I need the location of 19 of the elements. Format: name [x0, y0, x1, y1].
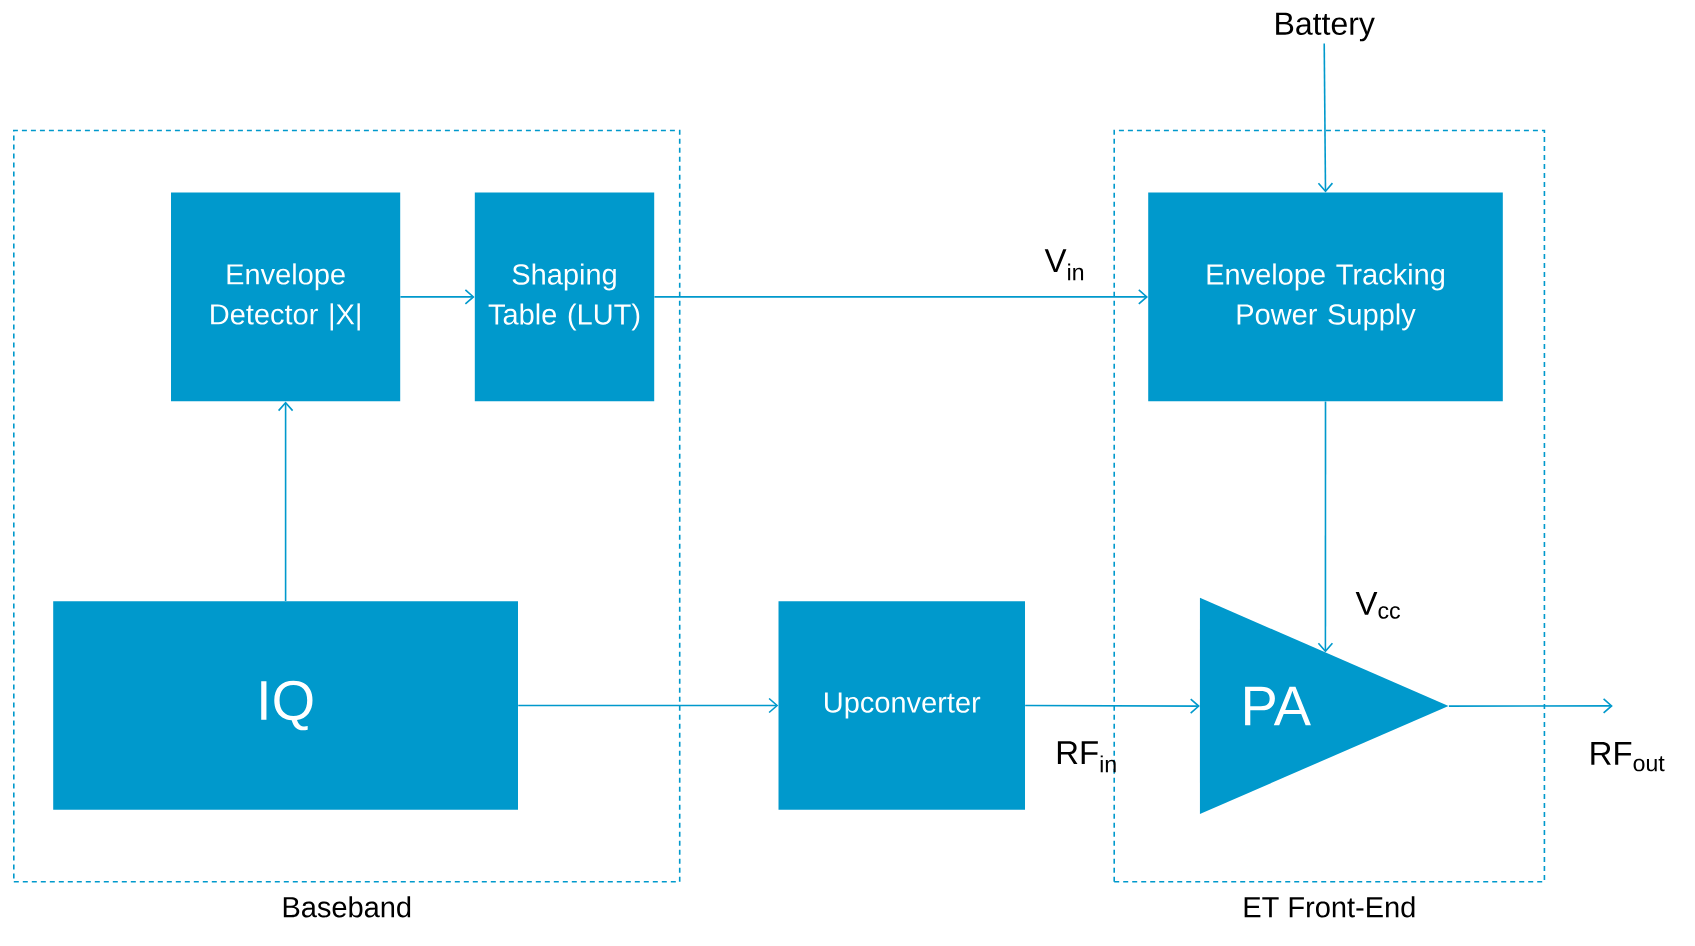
- input-label: Battery: [1276, 12, 1375, 42]
- arrow: [1317, 42, 1334, 193]
- process-box: Envelope Detector |X|: [171, 192, 401, 402]
- edge-label: V$_{in}$: [1044, 249, 1084, 281]
- arrow: [399, 289, 475, 305]
- process-box: Shaping Table (LUT): [474, 192, 655, 402]
- edge-label: RF$_{out}$: [1591, 742, 1665, 772]
- node-label: Baseband: [283, 896, 411, 918]
- arrow: [653, 289, 1148, 305]
- process-box: Upconverter: [778, 601, 1025, 810]
- arrow: [1448, 698, 1613, 714]
- arrow: [277, 401, 294, 602]
- arrow: [1024, 698, 1200, 714]
- process-box: Envelope Tracking Power Supply: [1148, 192, 1503, 402]
- node-label: ET Front-End: [1244, 896, 1415, 918]
- edge-label: RF$_{in}$: [1057, 741, 1116, 773]
- arrow: [517, 697, 779, 714]
- process-box: IQ: [53, 601, 518, 810]
- arrow: [1317, 400, 1334, 653]
